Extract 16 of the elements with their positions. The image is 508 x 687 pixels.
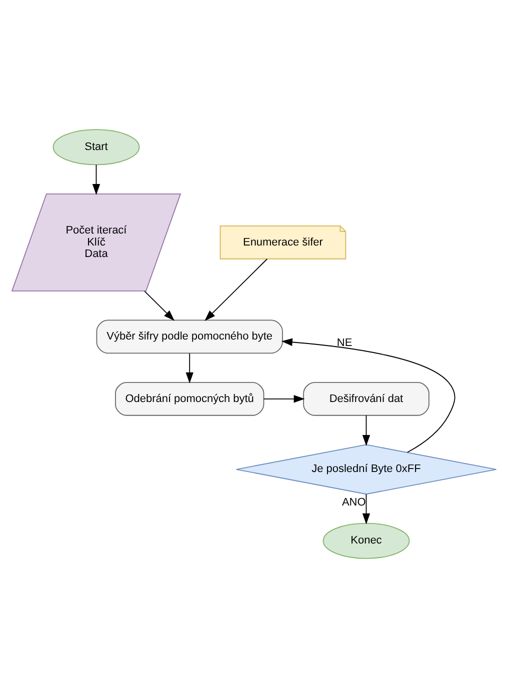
node-box: Dešifrování dat — [303, 381, 430, 416]
arrow — [186, 352, 194, 383]
arrow — [92, 164, 100, 195]
arrow — [263, 394, 305, 402]
node-box: Odebrání pomocných bytů — [115, 381, 264, 416]
node-diamond: Je poslední Byte 0xFF — [236, 444, 497, 494]
edge-label: ANO — [342, 496, 366, 508]
arrow — [362, 414, 370, 446]
node-ellipse: Konec — [322, 522, 410, 558]
edge-label: NE — [336, 336, 352, 348]
arrow — [281, 338, 456, 452]
node-ellipse: Start — [52, 128, 140, 165]
arrow — [362, 493, 370, 524]
node-box: Výběr šifry podle pomocného byte — [96, 319, 283, 354]
arrow — [204, 258, 268, 320]
arrow — [144, 290, 175, 320]
